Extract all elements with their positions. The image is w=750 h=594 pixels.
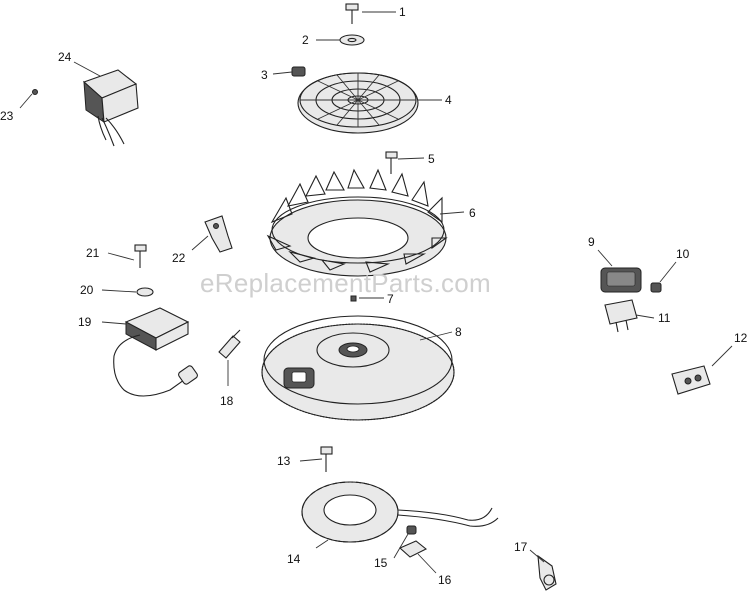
callout-20: 20 bbox=[80, 283, 94, 297]
screw-21 bbox=[134, 244, 147, 268]
nut-3 bbox=[291, 66, 306, 77]
clip-16 bbox=[398, 540, 428, 558]
fastener-23 bbox=[32, 89, 38, 95]
bolt-5 bbox=[385, 151, 398, 174]
rectifier-9 bbox=[600, 267, 642, 293]
callout-7: 7 bbox=[387, 292, 394, 306]
regulator-24 bbox=[82, 69, 139, 147]
callout-8: 8 bbox=[455, 325, 462, 339]
callout-labels: 1 2 3 4 5 6 7 8 9 10 11 12 13 14 15 16 1… bbox=[0, 5, 748, 587]
connector-12 bbox=[671, 365, 711, 395]
callout-12: 12 bbox=[734, 331, 748, 345]
callout-19: 19 bbox=[78, 315, 92, 329]
callout-1: 1 bbox=[399, 5, 406, 19]
watermark-text: eReplacementParts.com bbox=[200, 268, 491, 298]
ignition-module-19 bbox=[113, 307, 198, 397]
callout-10: 10 bbox=[676, 247, 690, 261]
callout-22: 22 bbox=[172, 251, 186, 265]
callout-13: 13 bbox=[277, 454, 291, 468]
callout-5: 5 bbox=[428, 152, 435, 166]
screw-15 bbox=[406, 525, 417, 535]
callout-17: 17 bbox=[514, 540, 528, 554]
callout-15: 15 bbox=[374, 556, 388, 570]
callout-9: 9 bbox=[588, 235, 595, 249]
stator-14 bbox=[301, 481, 499, 543]
callout-23: 23 bbox=[0, 109, 14, 123]
clip-17 bbox=[537, 554, 557, 591]
leader-lines bbox=[19, 11, 733, 574]
bolt-13 bbox=[320, 446, 333, 472]
bracket-11 bbox=[604, 299, 638, 333]
fan-6 bbox=[266, 168, 448, 277]
washer-2 bbox=[339, 34, 365, 46]
callout-18: 18 bbox=[220, 394, 234, 408]
callout-4: 4 bbox=[445, 93, 452, 107]
callout-21: 21 bbox=[86, 246, 100, 260]
washer-20 bbox=[136, 287, 154, 297]
callout-24: 24 bbox=[58, 50, 72, 64]
screw-10 bbox=[650, 282, 662, 293]
spark-plug-18 bbox=[218, 329, 241, 359]
callout-6: 6 bbox=[469, 206, 476, 220]
callout-16: 16 bbox=[438, 573, 452, 587]
flywheel-8 bbox=[261, 315, 455, 421]
callout-11: 11 bbox=[658, 311, 671, 325]
key-7 bbox=[350, 295, 357, 302]
callout-14: 14 bbox=[287, 552, 301, 566]
callout-3: 3 bbox=[261, 68, 268, 82]
bracket-22 bbox=[204, 215, 233, 253]
rotating-screen-4 bbox=[297, 72, 419, 134]
callout-2: 2 bbox=[302, 33, 309, 47]
bolt-1 bbox=[345, 3, 359, 24]
